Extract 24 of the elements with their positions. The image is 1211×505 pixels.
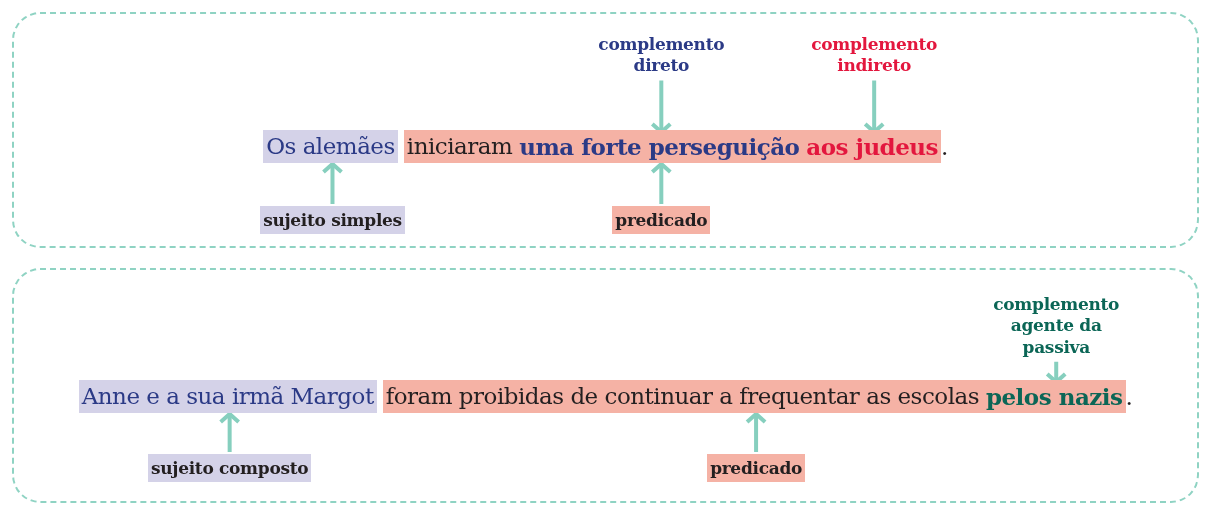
arrow (321, 162, 344, 204)
highlighted-term: pelos nazis (985, 383, 1123, 410)
term-tag: sujeito simples (260, 206, 405, 234)
arrow (745, 412, 768, 452)
period-mark: . (941, 134, 948, 162)
arrow (218, 412, 241, 452)
term-label: complemento agente da passiva (981, 294, 1132, 358)
term-tag: predicado (612, 206, 711, 234)
subject-highlight: Os alemães (263, 130, 398, 163)
predicate-text: foram proibidas de continuar a frequentar as escolas (385, 383, 979, 410)
period-mark: . (1125, 384, 1133, 412)
term-label: complemento indireto (799, 34, 950, 77)
term-label: complemento direto (586, 34, 737, 77)
subject-highlight: Anne e a sua irmã Margot (78, 380, 377, 413)
predicate-text: iniciaram (406, 133, 513, 160)
highlighted-term: aos judeus (806, 133, 938, 160)
predicate-highlight (403, 130, 941, 163)
dashed-panel (12, 268, 1199, 503)
term-tag: sujeito composto (147, 454, 312, 482)
arrow (650, 162, 673, 204)
predicate-highlight (382, 380, 1126, 413)
dashed-panel (12, 12, 1199, 248)
highlighted-term: uma forte perseguição (519, 133, 800, 160)
term-tag: predicado (707, 454, 806, 482)
